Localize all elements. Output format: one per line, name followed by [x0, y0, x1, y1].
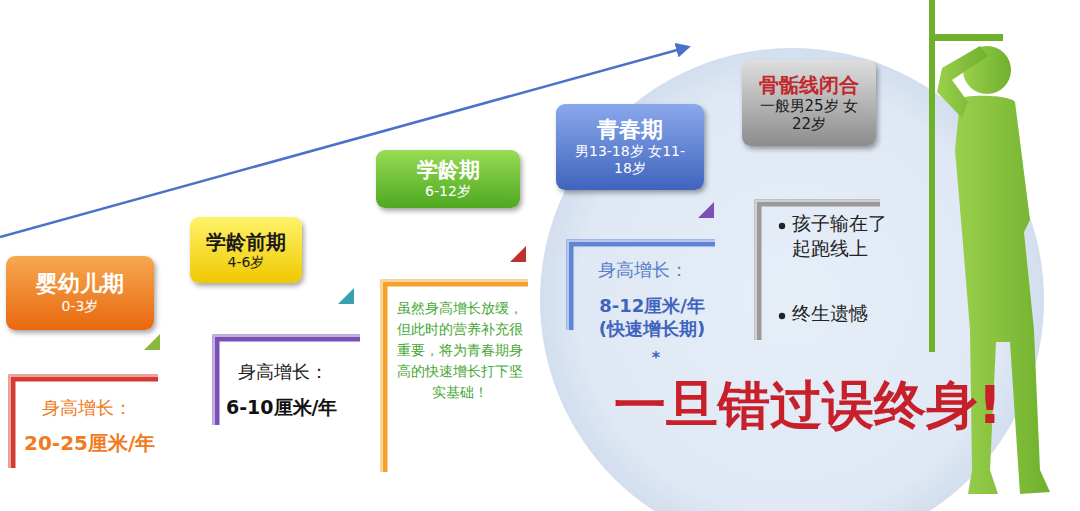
growth-caption-text: 身高增长：: [598, 259, 688, 280]
growth-caption-text: 身高增长：: [238, 361, 328, 382]
growth-rate: 8-12厘米/年 (快速增长期): [584, 294, 720, 341]
stage-detail: 男13-18岁 女11-18岁: [568, 143, 692, 177]
warning-slogan-text: 一旦错过误终身!: [614, 375, 1002, 435]
stage-title: 婴幼儿期: [36, 271, 124, 297]
stage-detail: 一般男25岁 女22岁: [754, 97, 864, 133]
stage-title: 青春期: [597, 117, 663, 143]
nutrition-note-text: 虽然身高增长放缓，但此时的营养补充很重要，将为青春期身高的快速增长打下坚实基础！: [397, 300, 523, 400]
stage-detail: 4-6岁: [202, 254, 290, 271]
warning-slogan: 一旦错过误终身!: [614, 376, 1054, 436]
bullet: [779, 313, 785, 319]
growth-caption: 身高增长：: [598, 258, 716, 281]
bullet: [779, 223, 785, 229]
bullet-text-text: 终生遗憾: [792, 302, 868, 324]
stage-title: 学龄期: [417, 158, 480, 183]
bullet-text: 终生遗憾: [792, 301, 890, 326]
puberty-box: 青春期男13-18岁 女11-18岁: [556, 104, 704, 190]
stage-detail: 0-3岁: [18, 298, 142, 315]
growth-plate-box: 骨骺线闭合一般男25岁 女22岁: [742, 60, 876, 146]
footnote-mark-text: *: [652, 348, 660, 367]
growth-rate-text: 20-25厘米/年: [24, 431, 155, 455]
preschool-box: 学龄前期4-6岁: [190, 217, 302, 283]
growth-rate-text: 8-12厘米/年 (快速增长期): [599, 295, 705, 339]
stage-detail: 6-12岁: [388, 183, 508, 200]
bullet-text: 孩子输在了起跑线上: [792, 211, 890, 260]
school-age-box: 学龄期6-12岁: [376, 150, 520, 208]
footnote-mark: *: [646, 348, 666, 369]
growth-caption: 身高增长：: [42, 396, 158, 419]
growth-caption: 身高增长：: [238, 360, 358, 383]
growth-rate: 20-25厘米/年: [24, 430, 174, 456]
growth-rate-text: 6-10厘米/年: [226, 396, 338, 418]
stage-title: 学龄前期: [206, 230, 286, 254]
growth-rate: 6-10厘米/年: [226, 395, 366, 420]
infancy-box: 婴幼儿期0-3岁: [6, 256, 154, 330]
bullet-text-text: 孩子输在了起跑线上: [792, 212, 887, 259]
nutrition-note: 虽然身高增长放缓，但此时的营养补充很重要，将为青春期身高的快速增长打下坚实基础！: [396, 298, 524, 403]
growth-caption-text: 身高增长：: [42, 397, 132, 418]
stage-title: 骨骺线闭合: [759, 73, 859, 97]
